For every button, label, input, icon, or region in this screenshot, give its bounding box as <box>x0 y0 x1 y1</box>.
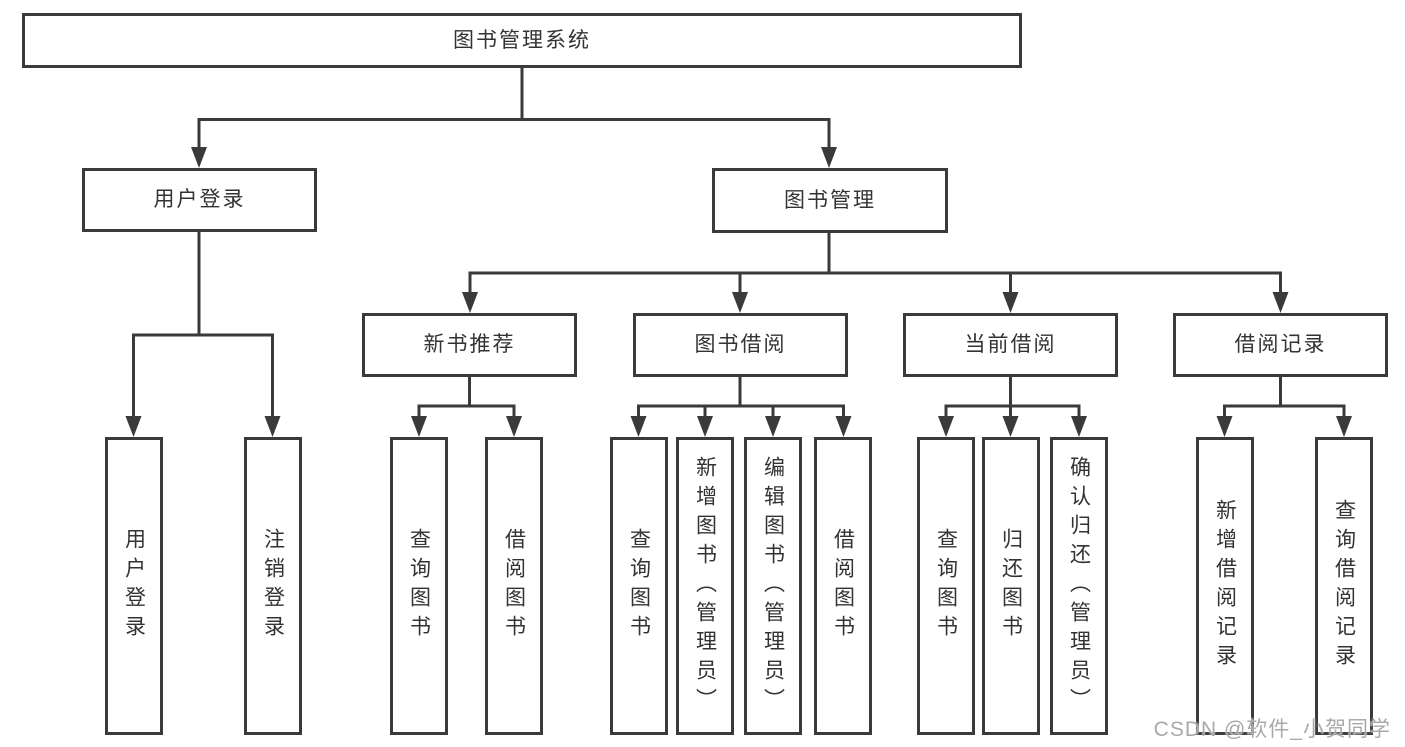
leaf-confirm-return-admin: 确认归还（管理员） <box>1050 437 1108 735</box>
leaf-add-borrow-record: 新增借阅记录 <box>1196 437 1254 735</box>
arrowhead-icon <box>821 147 837 168</box>
node-book-management: 图书管理 <box>712 168 948 233</box>
node-label: 图书管理系统 <box>453 28 591 52</box>
connector-user-login-to-leaves <box>132 232 274 418</box>
arrowhead-icon <box>191 147 207 168</box>
leaf-add-books-admin: 新增图书（管理员） <box>676 437 734 735</box>
node-label: 查询图书 <box>627 528 651 644</box>
node-label: 查询图书 <box>407 528 431 644</box>
leaf-query-books-current: 查询图书 <box>917 437 975 735</box>
node-label: 新增借阅记录 <box>1213 499 1237 673</box>
node-borrowing-records: 借阅记录 <box>1173 313 1388 377</box>
connector-book-borrow-to-leaves <box>637 377 845 418</box>
arrowhead-icon <box>1071 416 1087 437</box>
node-label: 查询借阅记录 <box>1332 499 1356 673</box>
arrowhead-icon <box>1272 292 1289 313</box>
leaf-logout: 注销登录 <box>244 437 302 735</box>
connector-book-management-to-level3 <box>468 233 1282 294</box>
arrowhead-icon <box>1336 416 1352 437</box>
arrowhead-icon <box>411 416 427 437</box>
arrowhead-icon <box>462 292 478 313</box>
node-label: 归还图书 <box>999 528 1023 644</box>
leaf-edit-books-admin: 编辑图书（管理员） <box>744 437 802 735</box>
arrowhead-icon <box>732 292 748 313</box>
node-label: 新书推荐 <box>423 333 516 357</box>
arrowhead-icon <box>938 416 954 437</box>
node-label: 借阅记录 <box>1234 333 1327 357</box>
node-label: 借阅图书 <box>502 528 526 644</box>
node-current-borrowing: 当前借阅 <box>903 313 1118 377</box>
connector-current-borrow-to-leaves <box>944 377 1081 418</box>
connector-new-book-to-leaves <box>417 377 516 418</box>
node-library-management-system: 图书管理系统 <box>22 13 1022 68</box>
arrowhead-icon <box>125 416 142 437</box>
arrowhead-icon <box>835 416 852 437</box>
connector-root-to-level2 <box>197 68 831 149</box>
node-label: 借阅图书 <box>831 528 855 644</box>
arrowhead-icon <box>1002 416 1019 437</box>
arrowhead-icon <box>630 416 647 437</box>
arrowhead-icon <box>697 416 713 437</box>
connector-borrow-records-to-leaves <box>1223 377 1346 418</box>
node-label: 图书管理 <box>784 188 876 212</box>
leaf-borrow-books-recommend: 借阅图书 <box>485 437 543 735</box>
node-book-borrowing: 图书借阅 <box>633 313 848 377</box>
node-label: 注销登录 <box>261 528 285 644</box>
node-label: 当前借阅 <box>964 333 1057 357</box>
arrowhead-icon <box>1216 416 1233 437</box>
arrowhead-icon <box>506 416 522 437</box>
node-label: 图书借阅 <box>694 333 787 357</box>
leaf-user-login: 用户登录 <box>105 437 163 735</box>
arrowhead-icon <box>765 416 781 437</box>
leaf-query-books-recommend: 查询图书 <box>390 437 448 735</box>
leaf-query-borrow-record: 查询借阅记录 <box>1315 437 1373 735</box>
arrowheads <box>125 147 1352 437</box>
node-user-login: 用户登录 <box>82 168 317 232</box>
leaf-return-books: 归还图书 <box>982 437 1040 735</box>
node-label: 编辑图书（管理员） <box>761 455 785 717</box>
node-label: 确认归还（管理员） <box>1067 455 1091 717</box>
leaf-borrow-books: 借阅图书 <box>814 437 872 735</box>
csdn-watermark: CSDN @软件_小贺同学 <box>1153 718 1391 741</box>
node-label: 查询图书 <box>934 528 958 644</box>
node-new-book-recommendation: 新书推荐 <box>362 313 577 377</box>
node-label: 新增图书（管理员） <box>693 455 717 717</box>
node-label: 用户登录 <box>122 528 146 644</box>
node-label: 用户登录 <box>153 188 246 212</box>
leaf-query-books-borrow: 查询图书 <box>610 437 668 735</box>
arrowhead-icon <box>1002 292 1019 313</box>
arrowhead-icon <box>264 416 281 437</box>
